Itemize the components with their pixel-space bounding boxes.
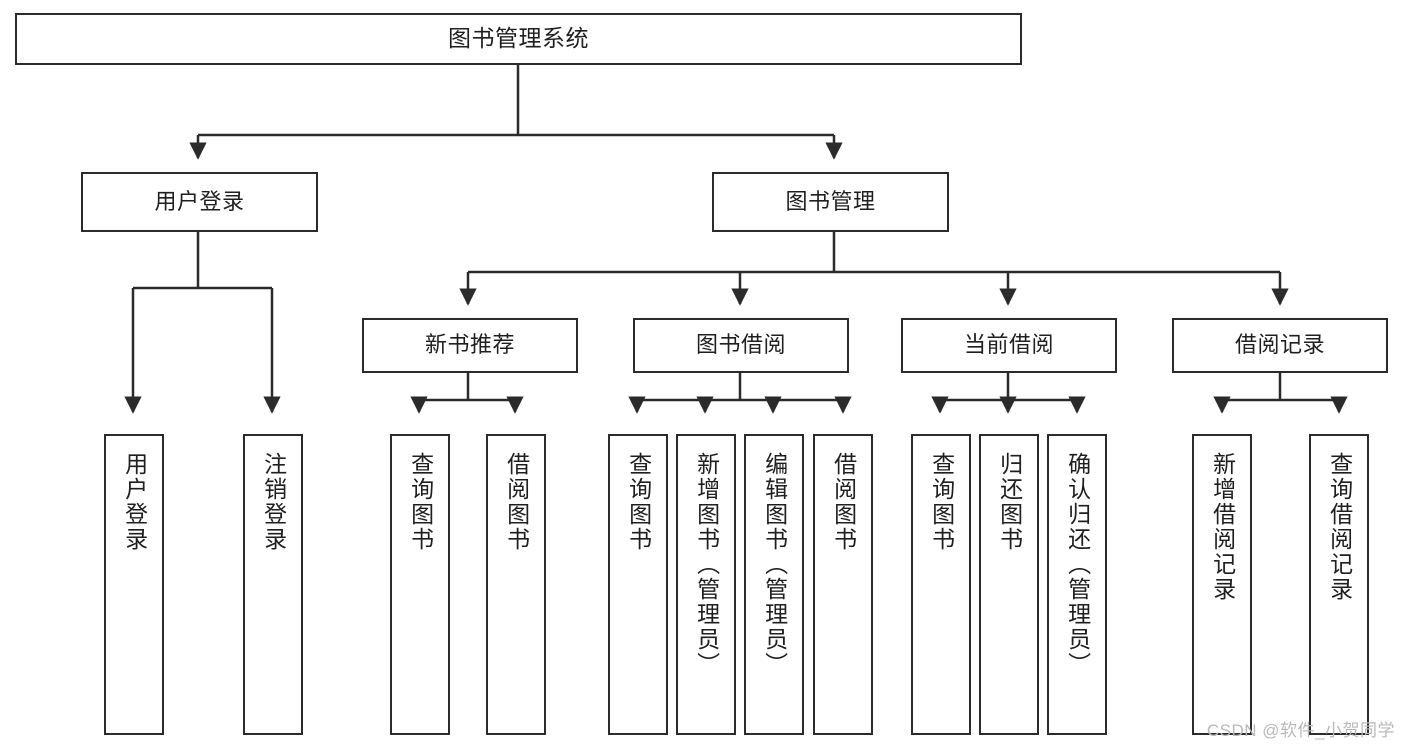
- node-label: 新增图书（管理员）: [693, 452, 720, 677]
- leaf-records-add-record[interactable]: 新增借阅记录: [1192, 434, 1252, 735]
- node-label: 当前借阅: [963, 332, 1054, 358]
- node-label: 编辑图书（管理员）: [761, 452, 788, 677]
- node-label: 归还图书: [996, 452, 1023, 552]
- node-label: 注销登录: [260, 452, 287, 552]
- node-label: 图书借阅: [695, 332, 786, 358]
- leaf-borrow-edit-book-admin[interactable]: 编辑图书（管理员）: [744, 434, 804, 735]
- node-new-book-recommend[interactable]: 新书推荐: [362, 318, 578, 373]
- node-label: 借阅记录: [1234, 332, 1325, 358]
- leaf-recommend-query-book[interactable]: 查询图书: [390, 434, 450, 735]
- node-label: 查询图书: [928, 452, 955, 552]
- watermark-text: CSDN @软件_小贺同学: [1206, 721, 1395, 740]
- leaf-current-query-book[interactable]: 查询图书: [911, 434, 971, 735]
- node-current-borrow[interactable]: 当前借阅: [901, 318, 1117, 373]
- node-user-login[interactable]: 用户登录: [81, 172, 318, 232]
- node-book-borrow[interactable]: 图书借阅: [633, 318, 849, 373]
- leaf-recommend-borrow-book[interactable]: 借阅图书: [486, 434, 546, 735]
- node-label: 查询图书: [625, 452, 652, 552]
- leaf-user-login-login[interactable]: 用户登录: [104, 434, 164, 735]
- node-root-book-management-system[interactable]: 图书管理系统: [15, 13, 1022, 65]
- node-label: 查询图书: [407, 452, 434, 552]
- node-label: 借阅图书: [503, 452, 530, 552]
- leaf-records-query-record[interactable]: 查询借阅记录: [1309, 434, 1369, 735]
- node-label: 确认归还（管理员）: [1064, 452, 1091, 677]
- node-label: 图书管理: [785, 188, 876, 214]
- node-label: 图书管理系统: [448, 25, 589, 52]
- node-label: 新书推荐: [424, 332, 515, 358]
- node-borrow-records[interactable]: 借阅记录: [1172, 318, 1388, 373]
- leaf-borrow-query-book[interactable]: 查询图书: [608, 434, 668, 735]
- leaf-borrow-borrow-book[interactable]: 借阅图书: [813, 434, 873, 735]
- node-label: 新增借阅记录: [1209, 452, 1236, 602]
- node-label: 借阅图书: [830, 452, 857, 552]
- leaf-borrow-add-book-admin[interactable]: 新增图书（管理员）: [676, 434, 736, 735]
- node-book-management[interactable]: 图书管理: [712, 172, 949, 232]
- node-label: 用户登录: [121, 452, 148, 552]
- node-label: 用户登录: [154, 188, 245, 214]
- leaf-current-confirm-return-admin[interactable]: 确认归还（管理员）: [1047, 434, 1107, 735]
- leaf-user-login-logout[interactable]: 注销登录: [243, 434, 303, 735]
- leaf-current-return-book[interactable]: 归还图书: [979, 434, 1039, 735]
- node-label: 查询借阅记录: [1326, 452, 1353, 602]
